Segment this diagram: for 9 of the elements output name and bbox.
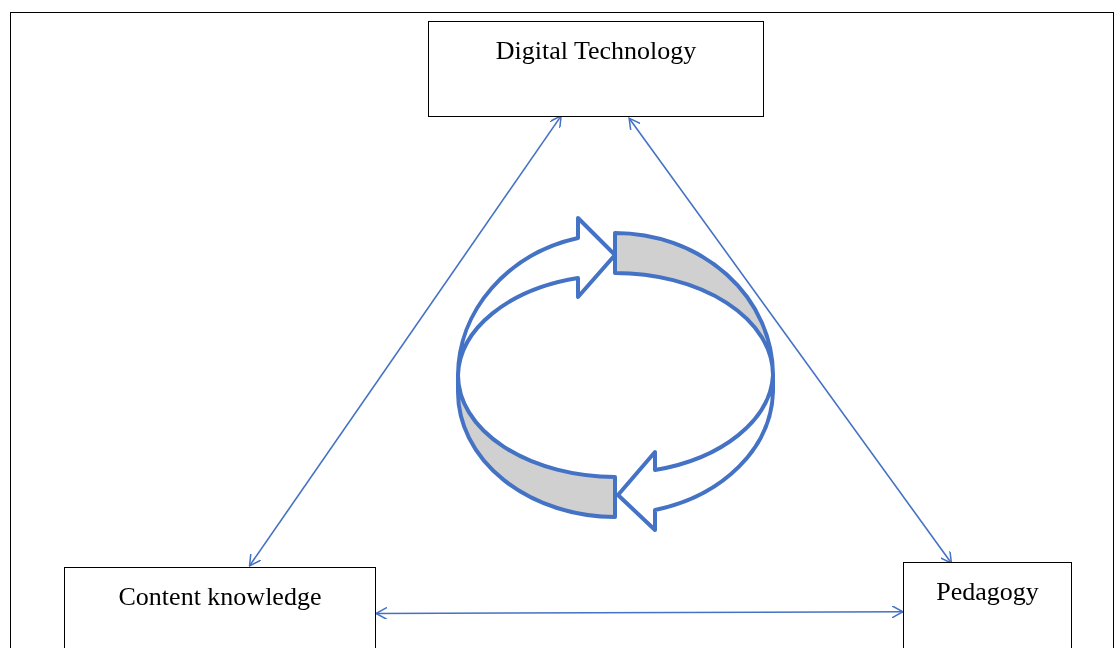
- concept-box: [903, 562, 1072, 648]
- box-label: Content knowledge: [118, 582, 322, 612]
- double-headed-arrow: [375, 605, 904, 621]
- double-headed-arrow: [248, 115, 562, 567]
- concept-box: [64, 567, 376, 648]
- box-label: Digital Technology: [495, 36, 697, 66]
- double-headed-arrow: [628, 117, 953, 564]
- box-label: Pedagogy: [936, 577, 1039, 607]
- concept-box: [428, 21, 764, 117]
